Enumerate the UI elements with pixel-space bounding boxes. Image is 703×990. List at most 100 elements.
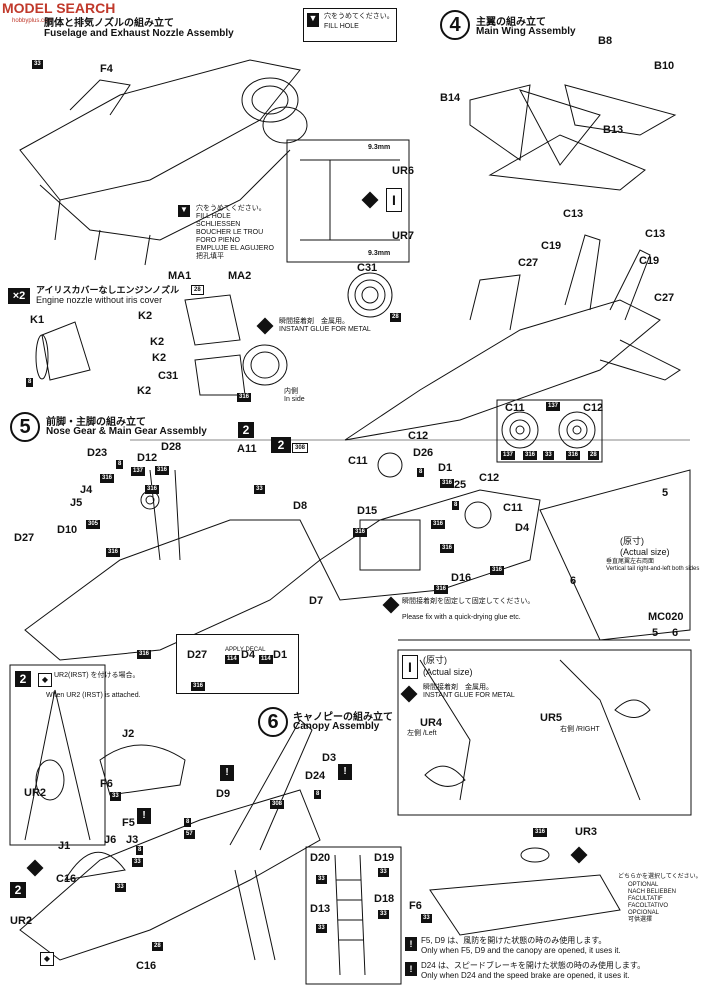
- inside-en: In side: [284, 396, 305, 403]
- actual-size-en: (Actual size): [620, 547, 670, 557]
- inside-jp: 内側: [284, 388, 298, 395]
- watermark-brand: MODEL SEARCH: [2, 0, 116, 16]
- part-k1: K1: [30, 314, 45, 326]
- part-a11: A11: [237, 443, 257, 455]
- step6-number: 6: [258, 707, 288, 737]
- quick-glue-jp: 瞬間接着剤を固定して固定してください。: [402, 598, 535, 605]
- paint-316: 316: [434, 585, 449, 594]
- metal-glue-jp: 瞬間接着剤 金属用。: [279, 318, 349, 325]
- part-d18: D18: [374, 893, 395, 905]
- part-d3: D3: [322, 752, 337, 764]
- ur7-size: 9.3mm: [368, 250, 391, 257]
- fill-hole-line: FORO PIENO: [196, 237, 240, 244]
- part-c27: C27: [654, 292, 675, 304]
- step3-title-en: Fuselage and Exhaust Nozzle Assembly: [44, 28, 234, 39]
- part-b13: B13: [603, 124, 624, 136]
- part-d19: D19: [374, 852, 395, 864]
- paint-33: 33: [543, 451, 554, 460]
- part-k2: K2: [150, 336, 165, 348]
- step3-title-jp: 胴体と排気ノズルの組み立て: [44, 18, 174, 29]
- part-f4: F4: [100, 63, 113, 75]
- paint-316: 316: [145, 485, 160, 494]
- part-ma1: MA1: [168, 270, 192, 282]
- paint-316: 316: [155, 466, 170, 475]
- part-c16: C16: [56, 873, 77, 885]
- optional-line: FACOLTATIVO: [628, 903, 669, 909]
- fill-hole-note-top: ▼ 穴をうめてください。 FILL HOLE: [303, 8, 397, 42]
- fill-hole-line: EMPLUJE EL AGUJERO: [196, 245, 274, 252]
- paint-316: 316: [191, 682, 206, 691]
- tail-note-en: Vertical tail right-and-left both sides: [606, 566, 700, 572]
- paint-308: 308: [292, 443, 309, 453]
- paint-28: 28: [588, 451, 599, 460]
- decal-ur7: UR7: [392, 230, 415, 242]
- watermark-sub: hobbyplus.com: [12, 18, 53, 24]
- actual-box-en: (Actual size): [423, 667, 473, 677]
- alt-step-badge: 2: [238, 422, 254, 438]
- part-c12: C12: [408, 430, 429, 442]
- arrow-icon: ◆: [40, 952, 54, 966]
- fill-hole-jp: 穴をうめてください。: [324, 13, 394, 20]
- part-c12: C12: [479, 472, 500, 484]
- paint-28: 28: [390, 313, 401, 322]
- mc-mark-6: 6: [672, 627, 679, 639]
- quantity-badge: ×2: [8, 288, 30, 304]
- fill-hole-icon: ▼: [307, 13, 319, 27]
- part-d1: D1: [438, 462, 453, 474]
- part-j3: J3: [126, 834, 139, 846]
- ur6-size: 9.3mm: [368, 144, 391, 151]
- ur5-side: 右側 /RIGHT: [560, 726, 600, 733]
- part-k2: K2: [152, 352, 167, 364]
- paint-8: 8: [452, 501, 460, 510]
- part-d12: D12: [137, 452, 158, 464]
- ur4-side: 左側 /Left: [407, 730, 437, 737]
- decal-d4: D4: [241, 649, 256, 661]
- part-d23: D23: [87, 447, 108, 459]
- optional-line: FACULTATIF: [628, 896, 663, 902]
- paint-316: 316: [431, 520, 446, 529]
- part-f5: F5: [122, 817, 135, 829]
- optional-line: OPCIONAL: [628, 910, 660, 916]
- optional-flag-icon: !: [338, 764, 352, 780]
- tail-mark-6: 6: [570, 575, 577, 587]
- optional-flag-icon: !: [220, 765, 234, 781]
- part-c19: C19: [541, 240, 562, 252]
- paint-114: 114: [259, 655, 273, 664]
- paint-316: 316: [137, 650, 152, 659]
- paint-8: 8: [26, 378, 34, 387]
- note-d24-en: Only when D24 and the speed brake are op…: [421, 971, 630, 980]
- paint-57: 57: [184, 830, 195, 839]
- part-d20: D20: [310, 852, 331, 864]
- quick-glue-en: Please fix with a quick-drying glue etc.: [402, 614, 521, 621]
- paint-316: 316: [440, 479, 455, 488]
- part-d4: D4: [515, 522, 530, 534]
- paint-33: 33: [316, 924, 327, 933]
- alt-step-badge: 2: [15, 671, 31, 687]
- part-d8: D8: [293, 500, 308, 512]
- step4-title-en: Main Wing Assembly: [476, 26, 576, 37]
- paint-316: 316: [523, 451, 538, 460]
- paint-8: 8: [417, 468, 425, 477]
- tail-note-jp: 垂直尾翼左右両面: [606, 559, 655, 565]
- metal-glue-en: INSTANT GLUE FOR METAL: [423, 692, 515, 699]
- step5-title-en: Nose Gear & Main Gear Assembly: [46, 426, 207, 437]
- decal-ur3: UR3: [575, 826, 598, 838]
- actual-box-jp: (原寸): [423, 655, 447, 665]
- decal-subbox: APPLY DECAL D27 D4 D1 114 114 316: [176, 634, 299, 694]
- mc-mark-5: 5: [652, 627, 659, 639]
- paint-8: 8: [314, 790, 322, 799]
- part-c13: C13: [563, 208, 584, 220]
- paint-305: 305: [86, 520, 101, 529]
- step4-number: 4: [440, 10, 470, 40]
- optional-line: OPTIONAL: [628, 882, 659, 888]
- alt-step-badge: 2: [271, 437, 291, 453]
- step6-title-en: Canopy Assembly: [293, 721, 380, 732]
- part-j2: J2: [122, 728, 135, 740]
- paint-28: 28: [152, 942, 163, 951]
- paint-33: 33: [316, 875, 327, 884]
- part-c16: C16: [136, 960, 157, 972]
- part-c19: C19: [639, 255, 660, 267]
- paint-33: 33: [115, 883, 126, 892]
- part-j5: J5: [70, 497, 83, 509]
- decal-d1: D1: [273, 649, 288, 661]
